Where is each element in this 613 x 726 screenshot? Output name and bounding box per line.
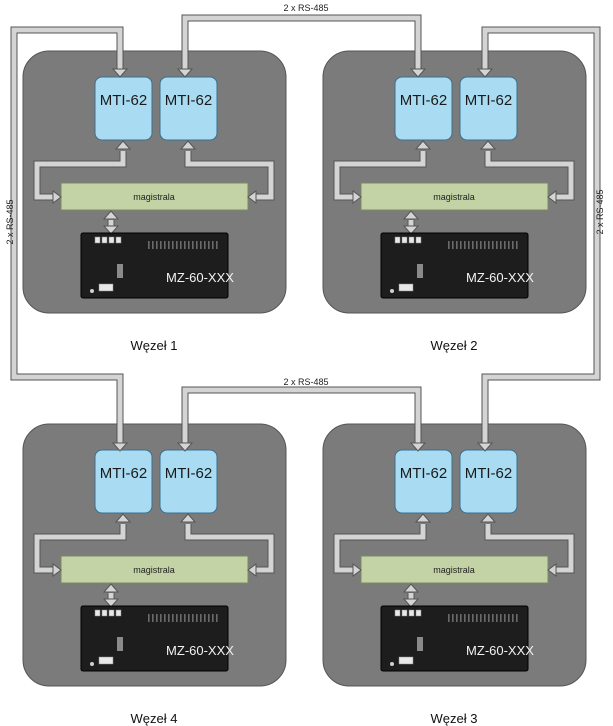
panel-label: MZ-60-XXX [166, 270, 234, 285]
module-label: MTI-62 [100, 92, 148, 109]
link-label-top: 2 x RS-485 [283, 3, 328, 13]
arrow-bus-panel [402, 583, 420, 608]
module-label: MTI-62 [400, 92, 448, 109]
module-label: MTI-62 [465, 92, 513, 109]
bus-label: magistrala [433, 192, 475, 202]
arrow-module-a-bus [33, 513, 132, 577]
bus-magistrala: magistrala [360, 555, 549, 584]
rs485-link-top-outer [10, 26, 129, 452]
module-label: MTI-62 [400, 465, 448, 482]
node-label: Węzeł 3 [431, 711, 478, 726]
bus-label: magistrala [433, 565, 475, 575]
module-mti-a: MTI-62 [394, 76, 453, 141]
module-mti-a: MTI-62 [94, 76, 153, 141]
panel-label: MZ-60-XXX [466, 643, 534, 658]
arrow-bus-panel [402, 210, 420, 235]
panel-label: MZ-60-XXX [166, 643, 234, 658]
rs485-link-top-inner [176, 14, 427, 78]
bus-label: magistrala [133, 565, 175, 575]
panel-mz-60: MZ-60-XXX [80, 232, 234, 299]
module-mti-b: MTI-62 [159, 76, 218, 141]
module-label: MTI-62 [165, 465, 213, 482]
module-mti-b: MTI-62 [459, 76, 518, 141]
module-mti-a: MTI-62 [394, 449, 453, 514]
node-label: Węzeł 1 [131, 338, 178, 353]
arrow-module-b-bus [479, 140, 575, 204]
node-label: Węzeł 2 [431, 338, 478, 353]
module-mti-a: MTI-62 [94, 449, 153, 514]
rs485-link-right [476, 26, 601, 452]
module-label: MTI-62 [165, 92, 213, 109]
module-mti-b: MTI-62 [459, 449, 518, 514]
arrow-bus-panel [102, 210, 120, 235]
arrow-module-b-bus [179, 513, 275, 577]
arrow-bus-panel [102, 583, 120, 608]
module-label: MTI-62 [465, 465, 513, 482]
arrow-module-a-bus [333, 513, 432, 577]
bus-magistrala: magistrala [360, 182, 549, 211]
bus-magistrala: magistrala [60, 555, 249, 584]
bus-label: magistrala [133, 192, 175, 202]
arrow-module-b-bus [479, 513, 575, 577]
panel-mz-60: MZ-60-XXX [80, 605, 234, 672]
link-label-left: 2 x RS-485 [5, 199, 15, 244]
links-layer [10, 14, 601, 452]
arrow-module-a-bus [33, 140, 132, 204]
rs485-link-middle [176, 386, 427, 452]
arrow-module-b-bus [179, 140, 275, 204]
arrow-module-a-bus [333, 140, 432, 204]
link-label-middle: 2 x RS-485 [283, 377, 328, 387]
link-label-right: 2 x RS-485 [595, 189, 605, 234]
module-mti-b: MTI-62 [159, 449, 218, 514]
module-label: MTI-62 [100, 465, 148, 482]
bus-magistrala: magistrala [60, 182, 249, 211]
node-label: Węzeł 4 [131, 711, 178, 726]
panel-mz-60: MZ-60-XXX [380, 605, 534, 672]
panel-mz-60: MZ-60-XXX [380, 232, 534, 299]
panel-label: MZ-60-XXX [466, 270, 534, 285]
